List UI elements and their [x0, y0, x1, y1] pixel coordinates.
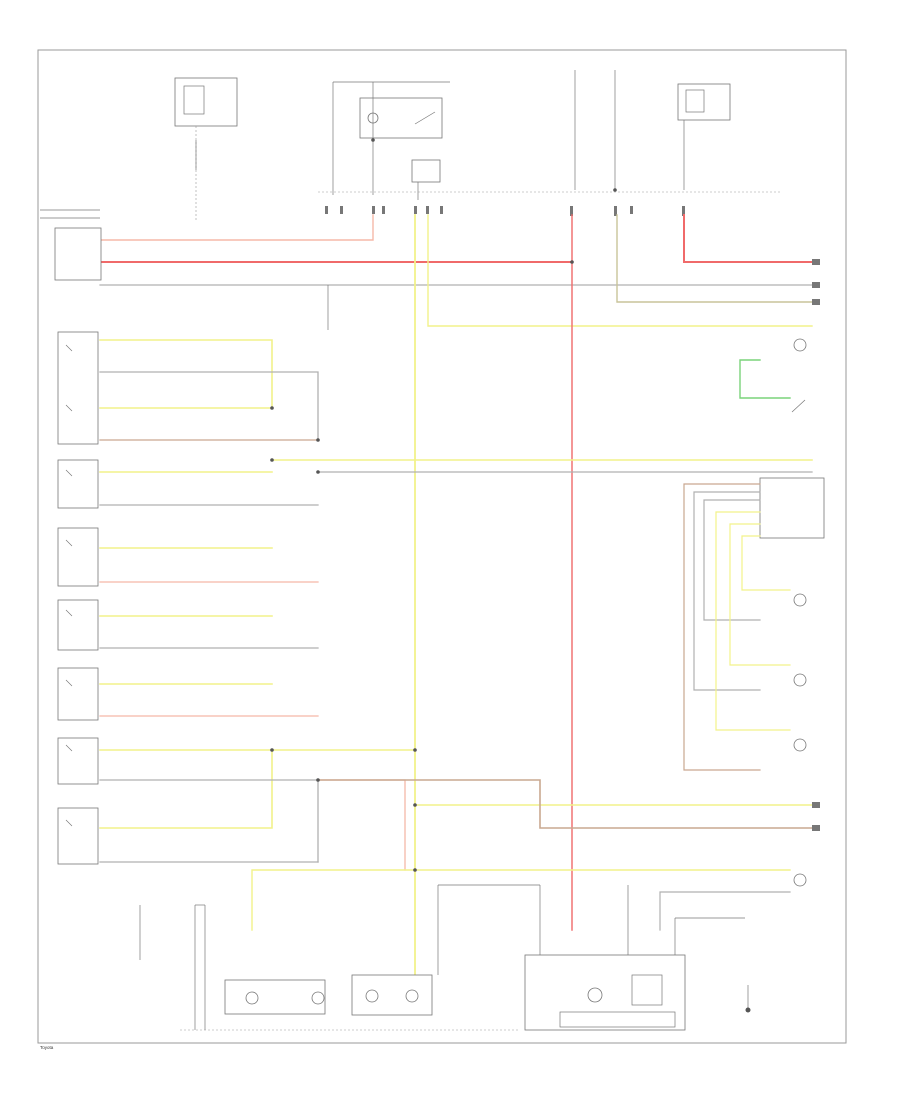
page-footer: Toyota — [40, 1045, 54, 1050]
switch-stack-left — [57, 331, 99, 865]
right-top-modules — [574, 70, 731, 190]
wire-olive-top — [616, 214, 813, 303]
wire-yellow-bottom — [251, 869, 791, 931]
wire-brown-lower — [317, 779, 813, 829]
bottom-components — [139, 884, 751, 1031]
diagram-frame — [37, 49, 847, 1044]
right-lamps — [759, 338, 825, 887]
return-wires — [99, 371, 813, 871]
right-terminals — [812, 259, 820, 831]
junction-dots — [270, 138, 617, 872]
wire-gray-bottom — [659, 891, 791, 931]
wire-red-right — [683, 214, 813, 263]
dome-relay — [332, 81, 450, 195]
bus-connectors — [325, 206, 685, 216]
dimmer-switch — [411, 159, 441, 200]
combination-meter-block — [40, 209, 102, 281]
top-fuse-block — [174, 77, 238, 222]
right-bundle-wires — [683, 483, 791, 771]
yellow-switch-wires — [99, 339, 813, 829]
wire-green — [739, 359, 791, 399]
switch-right — [791, 399, 806, 413]
wire-yellow-trunk-b — [427, 214, 813, 327]
wire-pink-top — [99, 214, 374, 241]
